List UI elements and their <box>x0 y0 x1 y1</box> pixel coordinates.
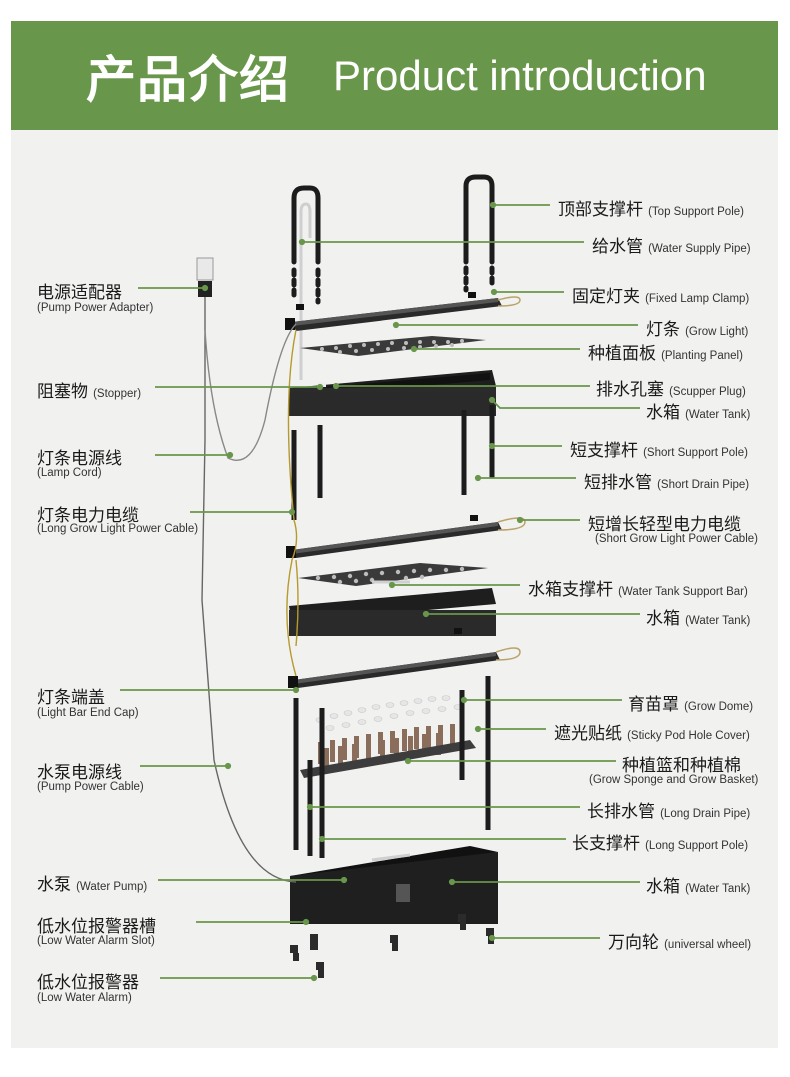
label-top-support-pole: 顶部支撑杆 (Top Support Pole) <box>558 200 744 220</box>
grow-domes <box>315 695 463 731</box>
low-water-alarm <box>310 934 318 950</box>
label-short-grow-light-cable-en: (Short Grow Light Power Cable) <box>595 533 758 545</box>
label-grow-dome: 育苗罩 (Grow Dome) <box>628 695 754 715</box>
label-long-support-pole: 长支撑杆 (Long Support Pole) <box>572 834 749 854</box>
label-lamp-cord-en: (Lamp Cord) <box>37 467 102 479</box>
label-grow-basket-en: (Grow Sponge and Grow Basket) <box>589 774 759 786</box>
label-short-grow-light-cable: 短增长轻型电力电缆 <box>588 515 741 535</box>
label-light-bar-end-cap: 灯条端盖 <box>37 688 105 708</box>
label-short-drain-pipe: 短排水管 (Short Drain Pipe) <box>584 473 750 493</box>
grow-baskets <box>318 724 455 770</box>
label-grow-basket: 种植篮和种植棉 <box>622 756 741 776</box>
label-sticky-pod-hole-cover: 遮光贴纸 (Sticky Pod Hole Cover) <box>554 724 750 744</box>
short-support-poles <box>291 405 495 520</box>
label-water-supply-pipe: 给水管 (Water Supply Pipe) <box>592 237 751 257</box>
label-water-pump: 水泵 (Water Pump) <box>37 875 148 895</box>
label-low-water-alarm-slot: 低水位报警器槽 <box>37 917 156 937</box>
label-light-bar-end-cap-en: (Light Bar End Cap) <box>37 707 139 719</box>
label-scupper-plug: 排水孔塞 (Scupper Plug) <box>596 380 746 400</box>
label-lamp-cord: 灯条电源线 <box>37 449 122 469</box>
label-pump-power-cable-en: (Pump Power Cable) <box>37 781 144 793</box>
label-water-tank-middle: 水箱 (Water Tank) <box>646 609 751 629</box>
label-water-tank-bottom: 水箱 (Water Tank) <box>646 877 751 897</box>
label-low-water-alarm-slot-en: (Low Water Alarm Slot) <box>37 935 155 947</box>
label-pump-power-cable: 水泵电源线 <box>37 763 122 783</box>
top-planting-panel <box>300 336 486 356</box>
top-grow-light <box>285 292 521 331</box>
label-planting-panel: 种植面板 (Planting Panel) <box>588 344 743 364</box>
label-water-tank-upper: 水箱 (Water Tank) <box>646 403 751 423</box>
label-universal-wheel: 万向轮 (universal wheel) <box>608 933 752 953</box>
label-grow-light: 灯条 (Grow Light) <box>646 320 749 340</box>
label-water-tank-support-bar: 水箱支撑杆 (Water Tank Support Bar) <box>528 580 748 600</box>
header-banner <box>11 21 778 130</box>
label-long-grow-light-cable-en: (Long Grow Light Power Cable) <box>37 523 199 535</box>
top-support-poles <box>291 174 495 305</box>
lower-planting-shelf <box>300 740 476 778</box>
label-stopper: 阻塞物 (Stopper) <box>37 382 142 402</box>
cords <box>201 297 299 883</box>
page-title-chinese: 产品介绍 <box>86 51 290 109</box>
label-pump-power-adapter: 电源适配器 <box>37 283 122 303</box>
middle-grow-light <box>286 515 526 558</box>
label-short-support-pole: 短支撑杆 (Short Support Pole) <box>570 441 748 461</box>
label-low-water-alarm-en: (Low Water Alarm) <box>37 992 132 1004</box>
label-pump-power-adapter-en: (Pump Power Adapter) <box>37 302 154 314</box>
label-low-water-alarm: 低水位报警器 <box>37 973 139 993</box>
bottom-grow-light <box>288 628 521 688</box>
page-title-english: Product introduction <box>333 52 707 99</box>
label-long-drain-pipe: 长排水管 (Long Drain Pipe) <box>587 802 751 822</box>
label-fixed-lamp-clamp: 固定灯夹 (Fixed Lamp Clamp) <box>572 287 750 307</box>
label-long-grow-light-cable: 灯条电力电缆 <box>37 506 139 526</box>
middle-planting-panel <box>298 563 488 586</box>
